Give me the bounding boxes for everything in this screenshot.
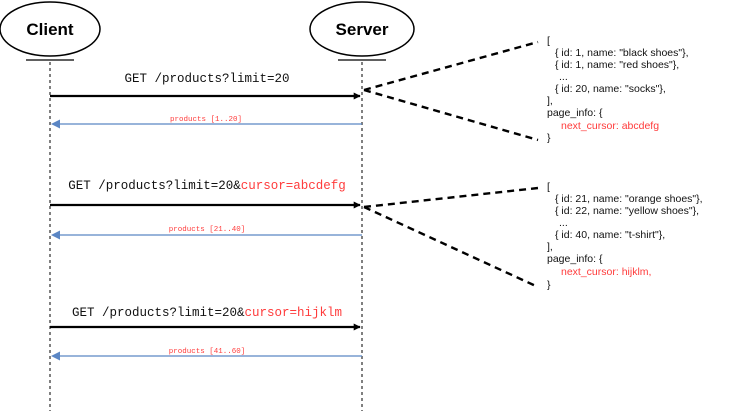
payload-2-connector-top [363, 186, 539, 209]
payload-1-item: ... [559, 71, 568, 83]
payload-2-item: ... [559, 217, 568, 229]
payload-1-connector-top [363, 40, 539, 92]
response-2-label: products [21..40] [169, 226, 246, 234]
server-ellipse [309, 1, 415, 57]
payload-1-next-cursor: next_cursor: abcdefg [561, 120, 659, 132]
server-actor: Server [309, 1, 415, 61]
payload-2-page-info: page_info: { [547, 253, 603, 265]
payload-1-item: { id: 1, name: "black shoes"}, [555, 47, 689, 59]
client-ellipse [0, 1, 101, 57]
response-2-arrowhead [51, 230, 60, 240]
payload-2-connector-bottom [363, 205, 539, 289]
server-label: Server [336, 20, 389, 39]
payload-1-page-info: page_info: { [547, 107, 603, 119]
payload-2-item: { id: 40, name: "t-shirt"}, [555, 229, 665, 241]
request-2-cursor: cursor=abcdefg [241, 179, 346, 193]
request-3-label: GET /products?limit=20&cursor=hijklm [72, 306, 342, 320]
payload-2-next-cursor: next_cursor: hijklm, [561, 266, 651, 278]
payload-2-close: } [547, 279, 551, 291]
request-1-label: GET /products?limit=20 [124, 72, 289, 86]
payload-1-close: } [547, 132, 551, 144]
payload-2-open: [ [547, 181, 550, 193]
payload-1-close-list: ], [547, 95, 553, 107]
payload-1-connector-bottom [363, 88, 539, 142]
client-actor: Client [0, 1, 101, 61]
payload-2-item: { id: 22, name: "yellow shoes"}, [555, 205, 699, 217]
response-1-arrowhead [51, 119, 60, 129]
client-label: Client [26, 20, 74, 39]
response-1-label: products [1..20] [170, 116, 242, 124]
request-2-label: GET /products?limit=20&cursor=abcdefg [68, 179, 346, 193]
payload-1-item: { id: 20, name: "socks"}, [555, 83, 666, 95]
payload-2-close-list: ], [547, 241, 553, 253]
payload-2-item: { id: 21, name: "orange shoes"}, [555, 193, 703, 205]
payload-1-open: [ [547, 35, 550, 47]
response-3-label: products [41..60] [169, 348, 246, 356]
request-3-cursor: cursor=hijklm [245, 306, 343, 320]
payload-2: [ { id: 21, name: "orange shoes"}, { id:… [547, 181, 703, 291]
response-3-arrowhead [51, 351, 60, 361]
payload-1-item: { id: 1, name: "red shoes"}, [555, 59, 679, 71]
payload-1: [ { id: 1, name: "black shoes"}, { id: 1… [547, 35, 689, 144]
